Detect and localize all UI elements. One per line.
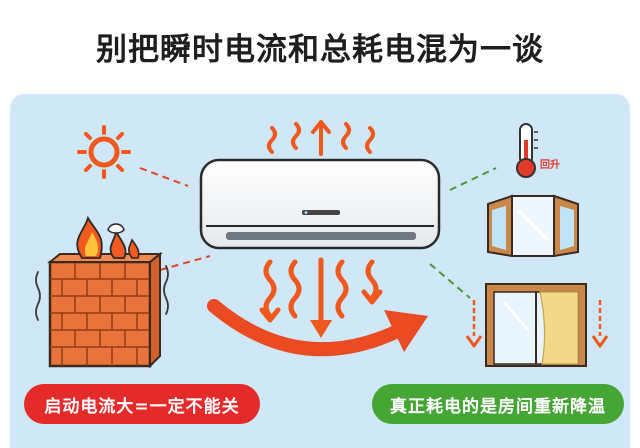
- down-arrow-icon: [310, 320, 332, 338]
- real-consumption-label: 真正耗电的是房间重新降温: [372, 384, 624, 424]
- fire-icon: [76, 215, 140, 259]
- air-conditioner-icon: [199, 158, 441, 250]
- cold-wind-icon: [472, 300, 602, 336]
- thermometer-label: 回升: [540, 160, 560, 171]
- connector-lines: [139, 167, 497, 299]
- brick-wall-icon: [47, 251, 163, 369]
- open-window-icon: [487, 194, 579, 258]
- window-curtain-icon: [485, 283, 587, 367]
- sun-icon: [77, 125, 131, 179]
- thermometer-icon: [516, 123, 538, 178]
- curved-arrow-icon: [207, 299, 428, 357]
- page-title: 别把瞬时电流和总耗电混为一谈: [96, 31, 544, 68]
- heat-wave-icon: [267, 120, 375, 156]
- startup-current-label: 启动电流大=一定不能关: [24, 384, 260, 424]
- wall-heat-lines: [35, 265, 169, 321]
- hot-air-wave-icon: [259, 257, 383, 333]
